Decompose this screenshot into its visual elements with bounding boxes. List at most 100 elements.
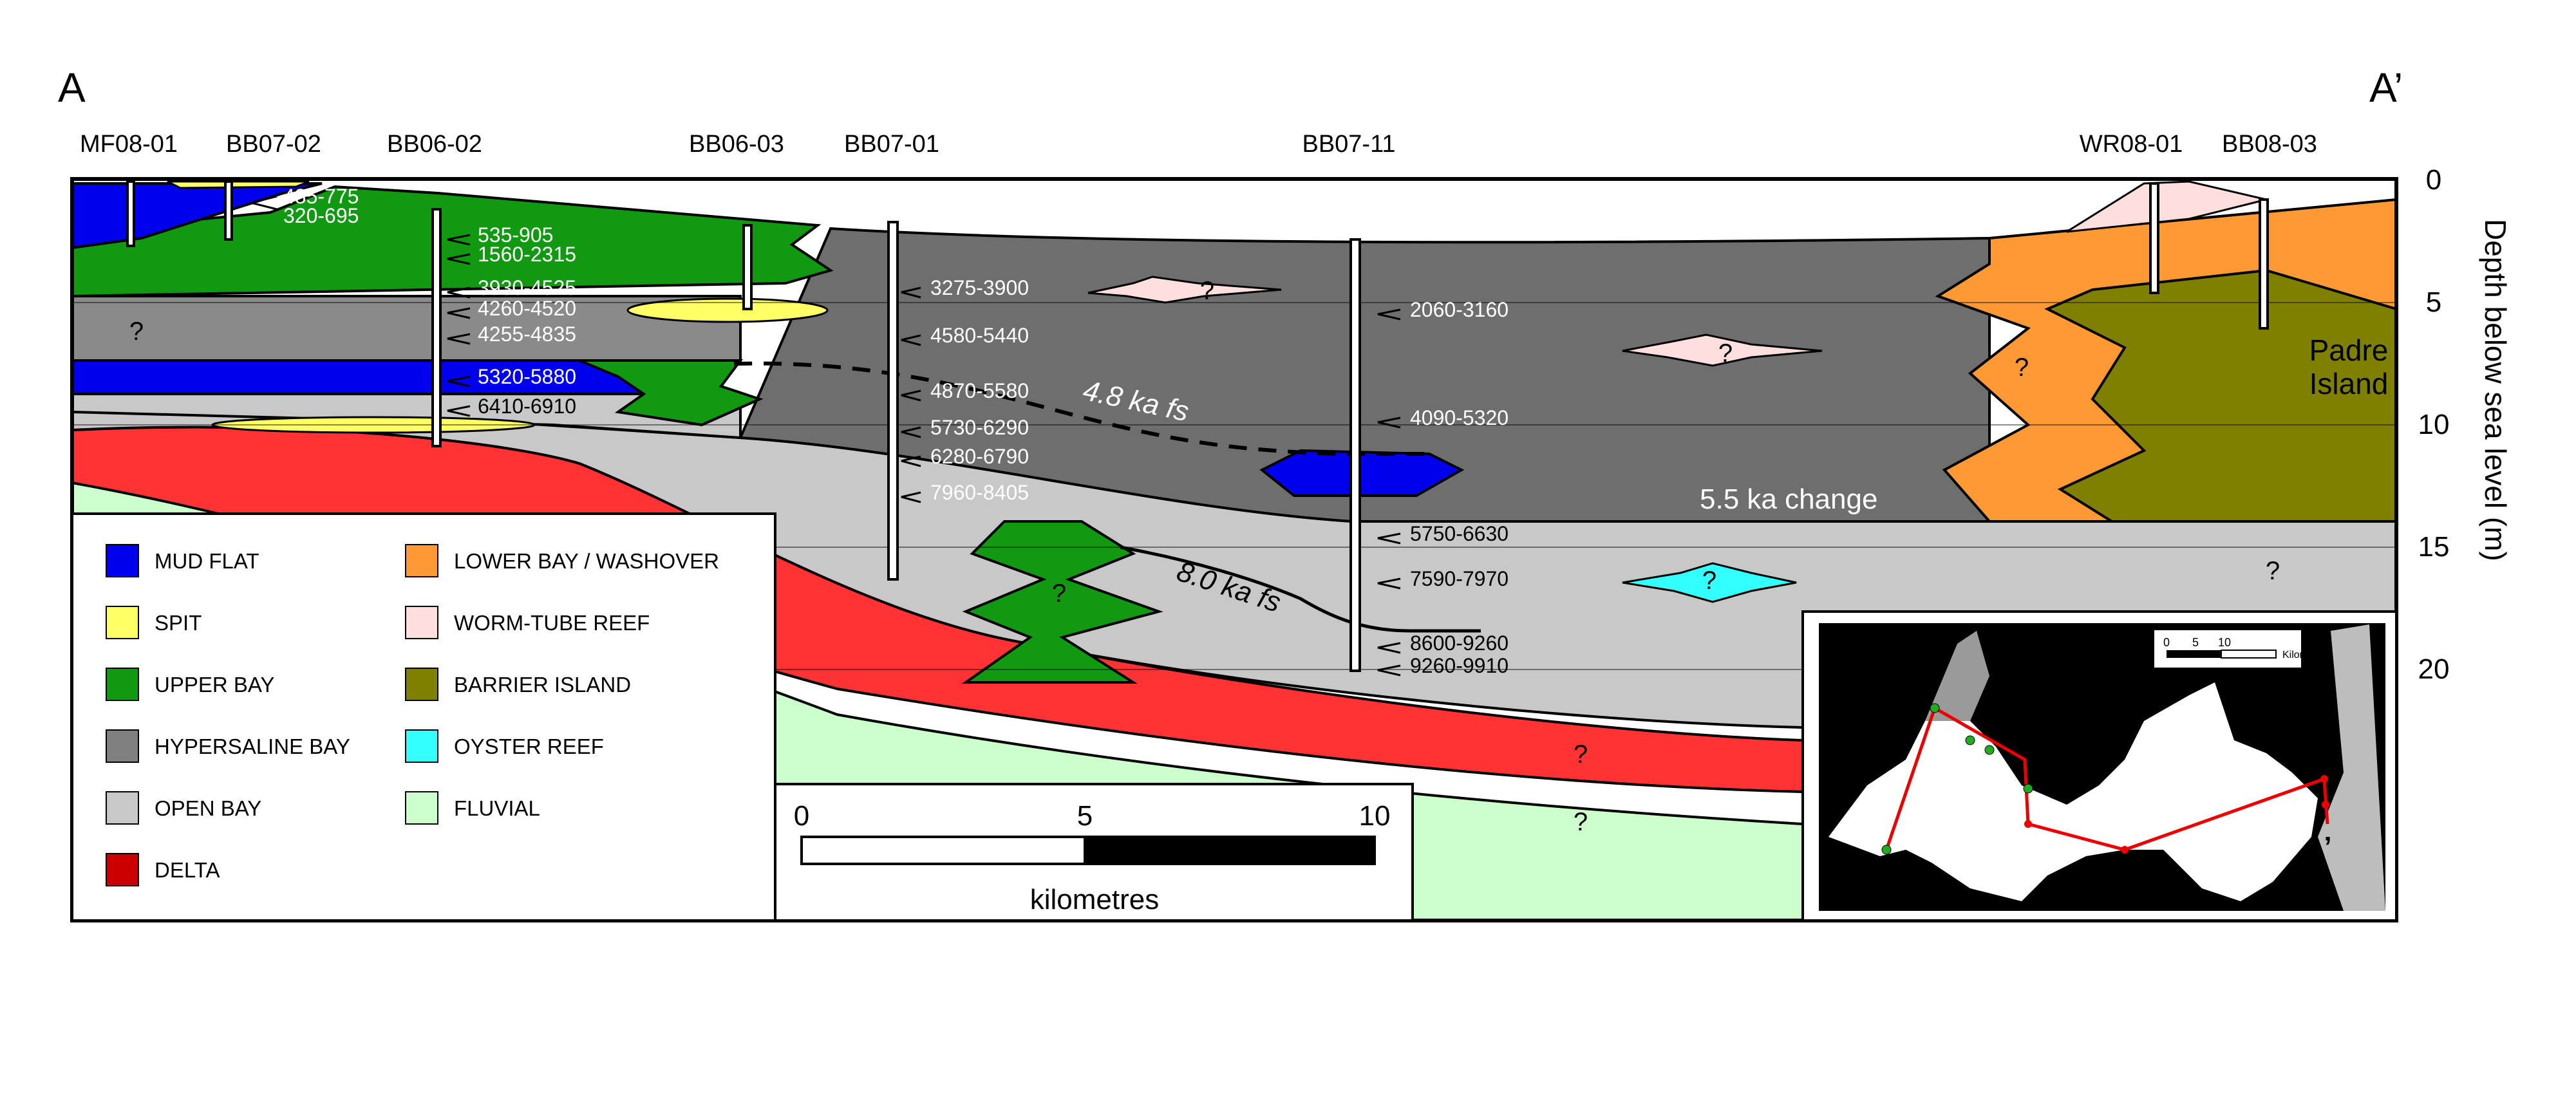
unit-barrier-island	[2044, 268, 2398, 523]
legend-box	[71, 512, 776, 922]
inset-core-dot	[2024, 820, 2032, 828]
inset-core-dots	[1881, 703, 2329, 855]
date-label: 5730-6290	[930, 416, 1029, 439]
scale-bar-black	[1084, 836, 1376, 865]
legend-label: UPPER BAY	[155, 673, 274, 697]
date-label: 6410-6910	[478, 395, 576, 418]
depth-axis-label: Depth below sea level (m)	[2479, 219, 2512, 561]
date-label: 485-775	[283, 185, 359, 208]
depth-tick: 15	[2418, 531, 2450, 563]
inset-end-label: A’	[2305, 831, 2332, 863]
core-tubes	[126, 180, 2269, 672]
unit-worm-reef-top	[2066, 180, 2267, 233]
depth-axis: 0 5 10 15 20	[2418, 164, 2450, 685]
inset-map: 0 5 10 Kilometers A A’	[1819, 623, 2385, 911]
legend-label: WORM-TUBE REEF	[454, 611, 650, 635]
date-label: 4090-5320	[1410, 406, 1509, 429]
core-label: BB07-01	[844, 131, 939, 158]
legend-label: OPEN BAY	[155, 796, 261, 820]
inset-core-dot	[1965, 735, 1975, 745]
question-mark: ?	[1052, 579, 1066, 608]
inset-scale-bar-black	[2167, 650, 2221, 658]
scale-tick: 0	[794, 800, 809, 832]
scale-bar-white	[800, 836, 1086, 865]
core-label: WR08-01	[2080, 131, 2183, 158]
section-end-label: A’	[2369, 64, 2403, 111]
legend-swatch	[405, 668, 438, 701]
inset-core-dot	[2121, 846, 2129, 854]
legend-label: OYSTER REEF	[454, 735, 604, 758]
core-labels: MF08-01 BB07-02 BB06-02 BB06-03 BB07-01 …	[80, 131, 2317, 158]
scale-tick: 5	[1077, 800, 1093, 832]
date-label: 320-695	[283, 204, 359, 227]
legend-swatch	[106, 853, 139, 886]
question-mark: ?	[2266, 557, 2280, 585]
core-label: MF08-01	[80, 131, 178, 158]
core-label: BB07-11	[1302, 131, 1395, 158]
legend-label: SPIT	[155, 611, 202, 635]
date-label: 1560-2315	[478, 243, 576, 266]
date-labels: 485-775 320-695 535-905 1560-2315 3930-4…	[283, 185, 1509, 677]
inset-core-dot	[2023, 783, 2033, 794]
inset-scale-tick: 10	[2218, 636, 2231, 649]
depth-tick: 10	[2418, 409, 2450, 440]
legend-swatch	[106, 544, 139, 577]
inset-scale-unit: Kilometers	[2282, 650, 2331, 660]
inset-shallows	[1925, 631, 1989, 721]
core-label: BB08-03	[2222, 131, 2317, 158]
inset-island	[2318, 624, 2385, 911]
core-label: BB07-02	[226, 131, 321, 158]
unit-spit-top	[167, 180, 310, 189]
scale-bar: 0 5 10 kilometres	[794, 800, 1391, 915]
legend-swatch	[106, 668, 139, 701]
question-mark: ?	[1574, 740, 1588, 769]
question-mark: ?	[2015, 353, 2029, 382]
date-label: 6280-6790	[930, 445, 1029, 468]
padre-island-label-2: Island	[2309, 367, 2389, 400]
legend-swatch	[405, 791, 438, 825]
question-marks: ? ? ? ? ? ? ? ? ?	[129, 277, 2280, 836]
unit-oyster-reef	[1622, 562, 1797, 603]
legend-label: LOWER BAY / WASHOVER	[454, 549, 719, 573]
inset-scale-tick: 0	[2163, 636, 2170, 649]
inset-scale-bar-white	[2221, 650, 2277, 659]
inset-start-label: A	[1864, 794, 1881, 822]
unit-worm-reef-lens-2	[1622, 333, 1823, 367]
unit-upper-bay-lower	[961, 520, 1163, 684]
unit-hypersaline-bay	[738, 227, 1991, 523]
date-label: 4580-5440	[930, 324, 1029, 347]
legend-label: FLUVIAL	[454, 796, 540, 820]
date-label: 4255-4835	[478, 323, 576, 346]
date-label: 4870-5580	[930, 379, 1029, 402]
legend-swatch	[106, 791, 139, 825]
date-label: 5320-5880	[478, 365, 576, 388]
inset-scale-tick: 5	[2192, 636, 2199, 649]
core-label: BB06-03	[689, 131, 784, 158]
date-label: 7590-7970	[1410, 567, 1509, 590]
date-label: 7960-8405	[930, 481, 1029, 504]
inset-core-dot	[1984, 745, 1995, 755]
date-label: 535-905	[478, 223, 553, 247]
unit-upper-bay	[71, 185, 834, 298]
legend-label: DELTA	[155, 858, 220, 882]
legend-label: MUD FLAT	[155, 549, 259, 573]
inset-core-dot	[1930, 703, 1940, 713]
legend: MUD FLAT SPIT UPPER BAY HYPERSALINE BAY …	[106, 544, 719, 886]
date-arrows	[250, 195, 1401, 677]
question-mark: ?	[1574, 808, 1588, 836]
depth-tick: 0	[2426, 164, 2441, 196]
scale-tick: 10	[1359, 800, 1391, 832]
question-mark: ?	[1200, 277, 1214, 305]
legend-swatch	[405, 544, 438, 577]
date-label: 9260-9910	[1410, 654, 1509, 677]
date-label: 8600-9260	[1410, 632, 1509, 655]
section-start-label: A	[58, 64, 86, 111]
legend-swatch	[405, 729, 438, 763]
legend-swatch	[106, 729, 139, 763]
depth-tick: 20	[2418, 653, 2450, 685]
question-mark: ?	[129, 317, 144, 346]
padre-island-label-1: Padre	[2309, 333, 2389, 367]
inset-scale-box	[2153, 629, 2302, 669]
inset-water	[1829, 682, 2318, 901]
